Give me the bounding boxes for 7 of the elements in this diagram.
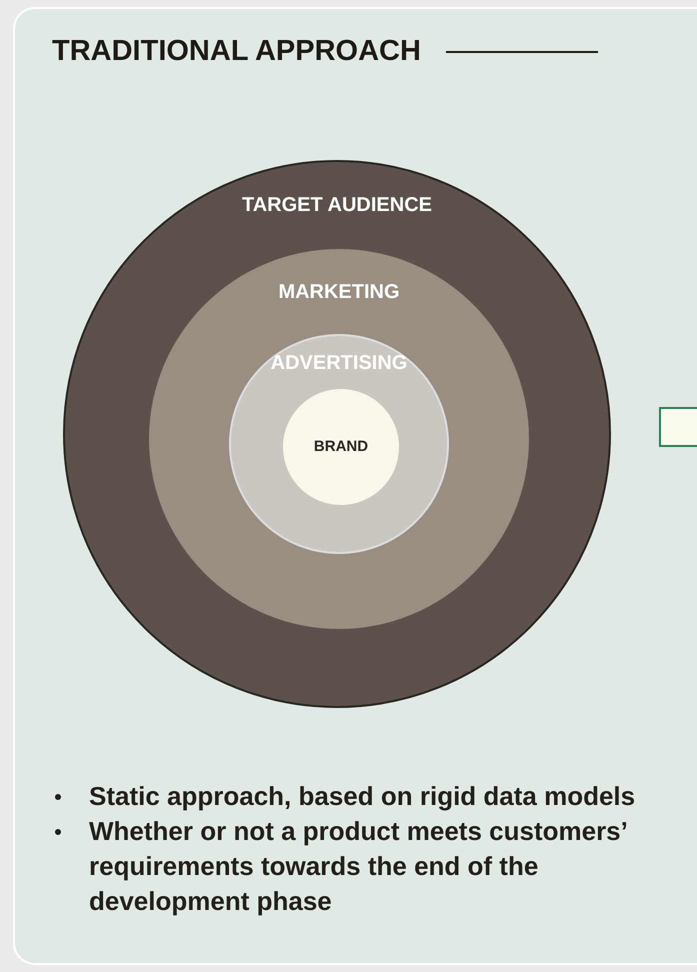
title: TRADITIONAL APPROACH xyxy=(52,34,421,69)
circle-label: TARGET AUDIENCE xyxy=(242,193,432,218)
circle-label: BRAND xyxy=(314,437,368,457)
bullet-text: Static approach, based on rigid data models xyxy=(89,780,636,813)
circle-label: MARKETING xyxy=(278,280,400,305)
circle-label: ADVERTISING xyxy=(270,351,408,376)
bullet-text: Whether or not a product meets customers’ requirements towards the end of the development phase xyxy=(89,815,628,918)
